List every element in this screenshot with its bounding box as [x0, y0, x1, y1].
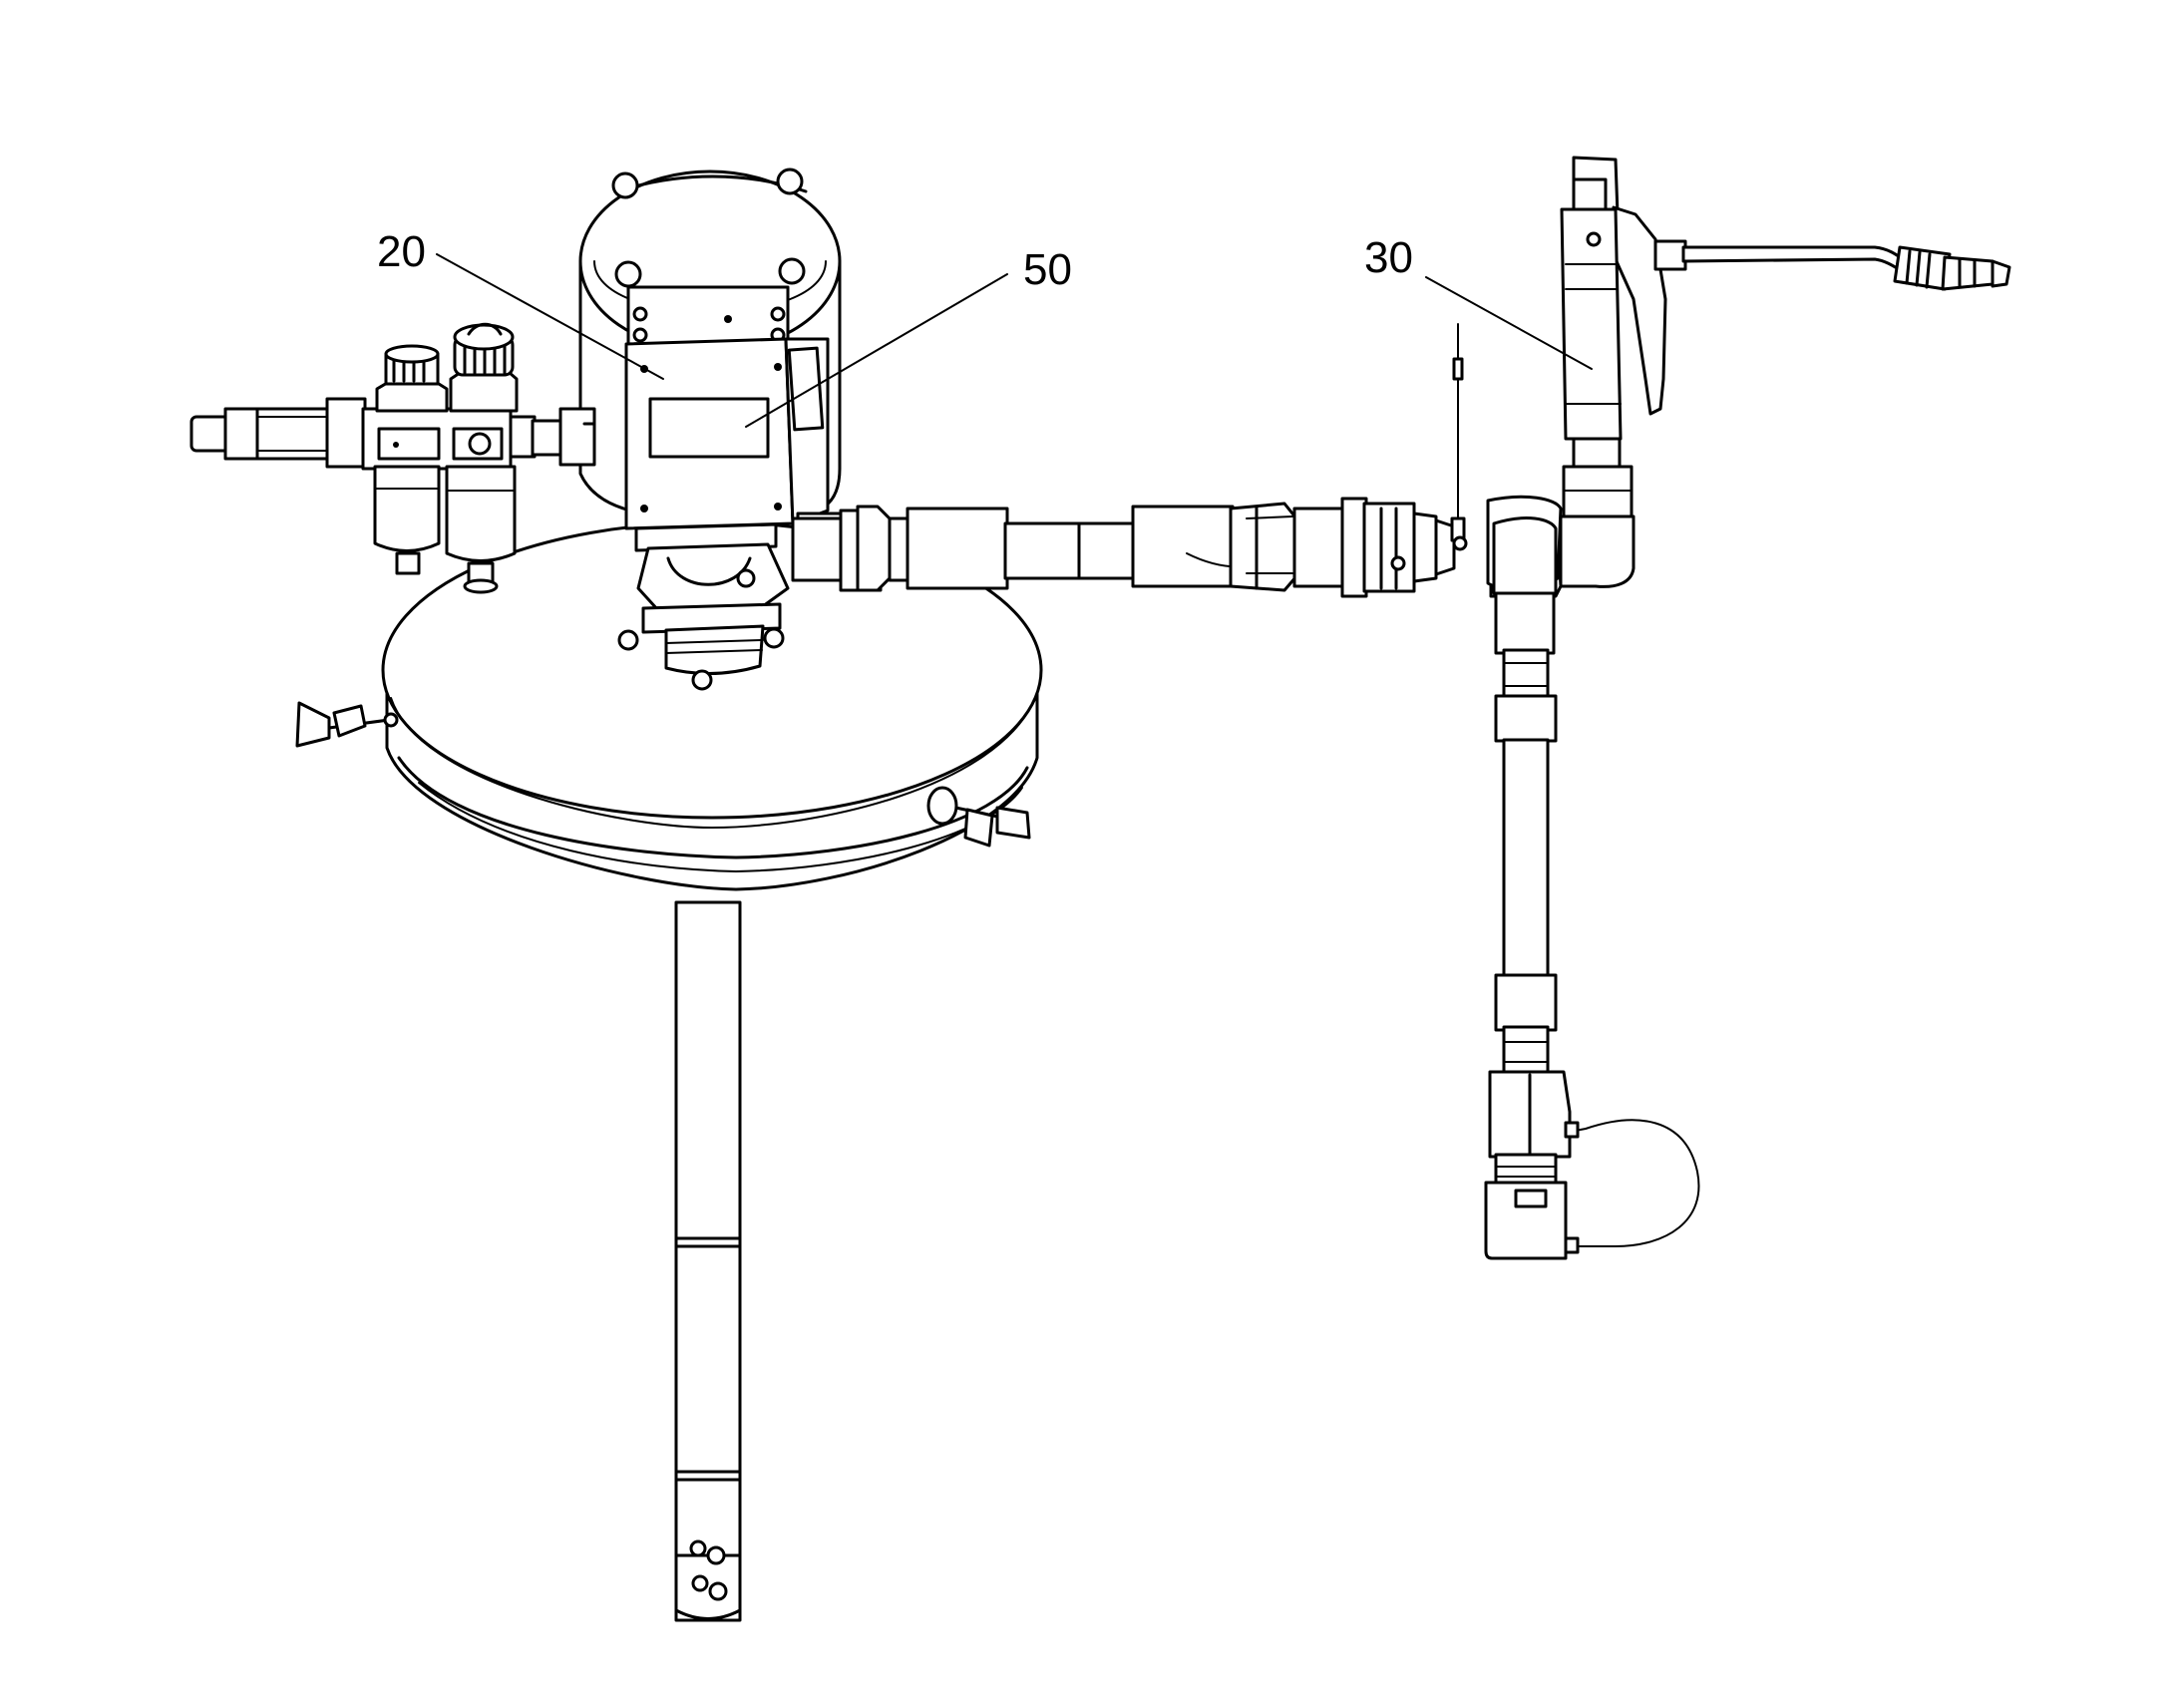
- label-20: 20: [377, 227, 426, 276]
- pump-base: [617, 522, 790, 691]
- wing-screw-left: [295, 701, 399, 748]
- hanging-rod: [1450, 323, 1468, 551]
- label-30: 30: [1364, 233, 1413, 282]
- leader-50: [745, 273, 1008, 428]
- reference-labels: 20 50 30: [377, 227, 1593, 428]
- leader-20: [436, 253, 664, 380]
- wing-screw-right: [926, 786, 1031, 848]
- control-box: [624, 337, 830, 530]
- grease-gun: [1484, 156, 2011, 1260]
- outlet-pipe: [791, 497, 1456, 598]
- label-50: 50: [1023, 245, 1072, 294]
- suction-tube: [674, 900, 742, 1622]
- filter-regulator: [189, 322, 596, 594]
- leader-30: [1425, 276, 1593, 370]
